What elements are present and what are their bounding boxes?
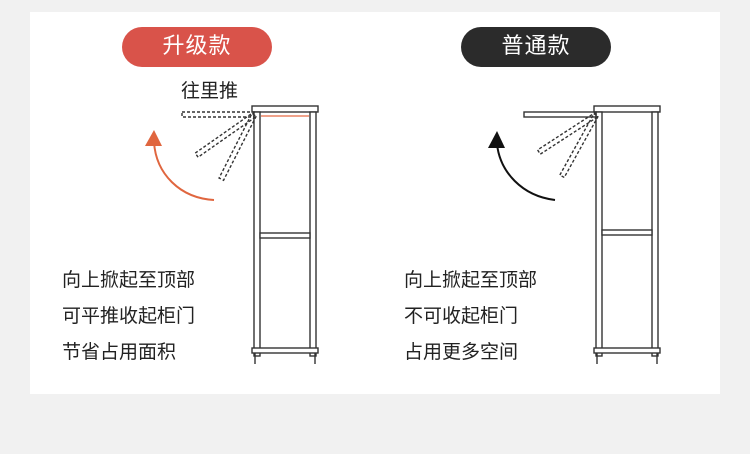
upgrade-desc-line-3: 节省占用面积 xyxy=(62,341,177,363)
standard-cabinet-illustration xyxy=(523,105,661,364)
upgrade-badge: 升级款 xyxy=(122,27,272,67)
comparison-card: 升级款 普通款 往里推 xyxy=(30,12,720,394)
push-inward-label: 往里推 xyxy=(181,80,239,102)
standard-desc-line-2: 不可收起柜门 xyxy=(404,305,519,327)
upgrade-description: 向上掀起至顶部 可平推收起柜门 节省占用面积 xyxy=(62,262,195,370)
standard-description: 向上掀起至顶部 不可收起柜门 占用更多空间 xyxy=(404,262,537,370)
upgrade-cabinet-illustration xyxy=(181,105,319,364)
upgrade-lift-arrow xyxy=(145,130,215,201)
standard-lift-arrow xyxy=(488,131,556,201)
standard-desc-line-1: 向上掀起至顶部 xyxy=(404,269,538,291)
standard-desc-line-3: 占用更多空间 xyxy=(404,341,519,363)
upgrade-desc-line-1: 向上掀起至顶部 xyxy=(62,269,196,291)
standard-badge: 普通款 xyxy=(461,27,611,67)
cabinet-diagrams xyxy=(145,105,661,364)
upgrade-desc-line-2: 可平推收起柜门 xyxy=(62,305,196,327)
